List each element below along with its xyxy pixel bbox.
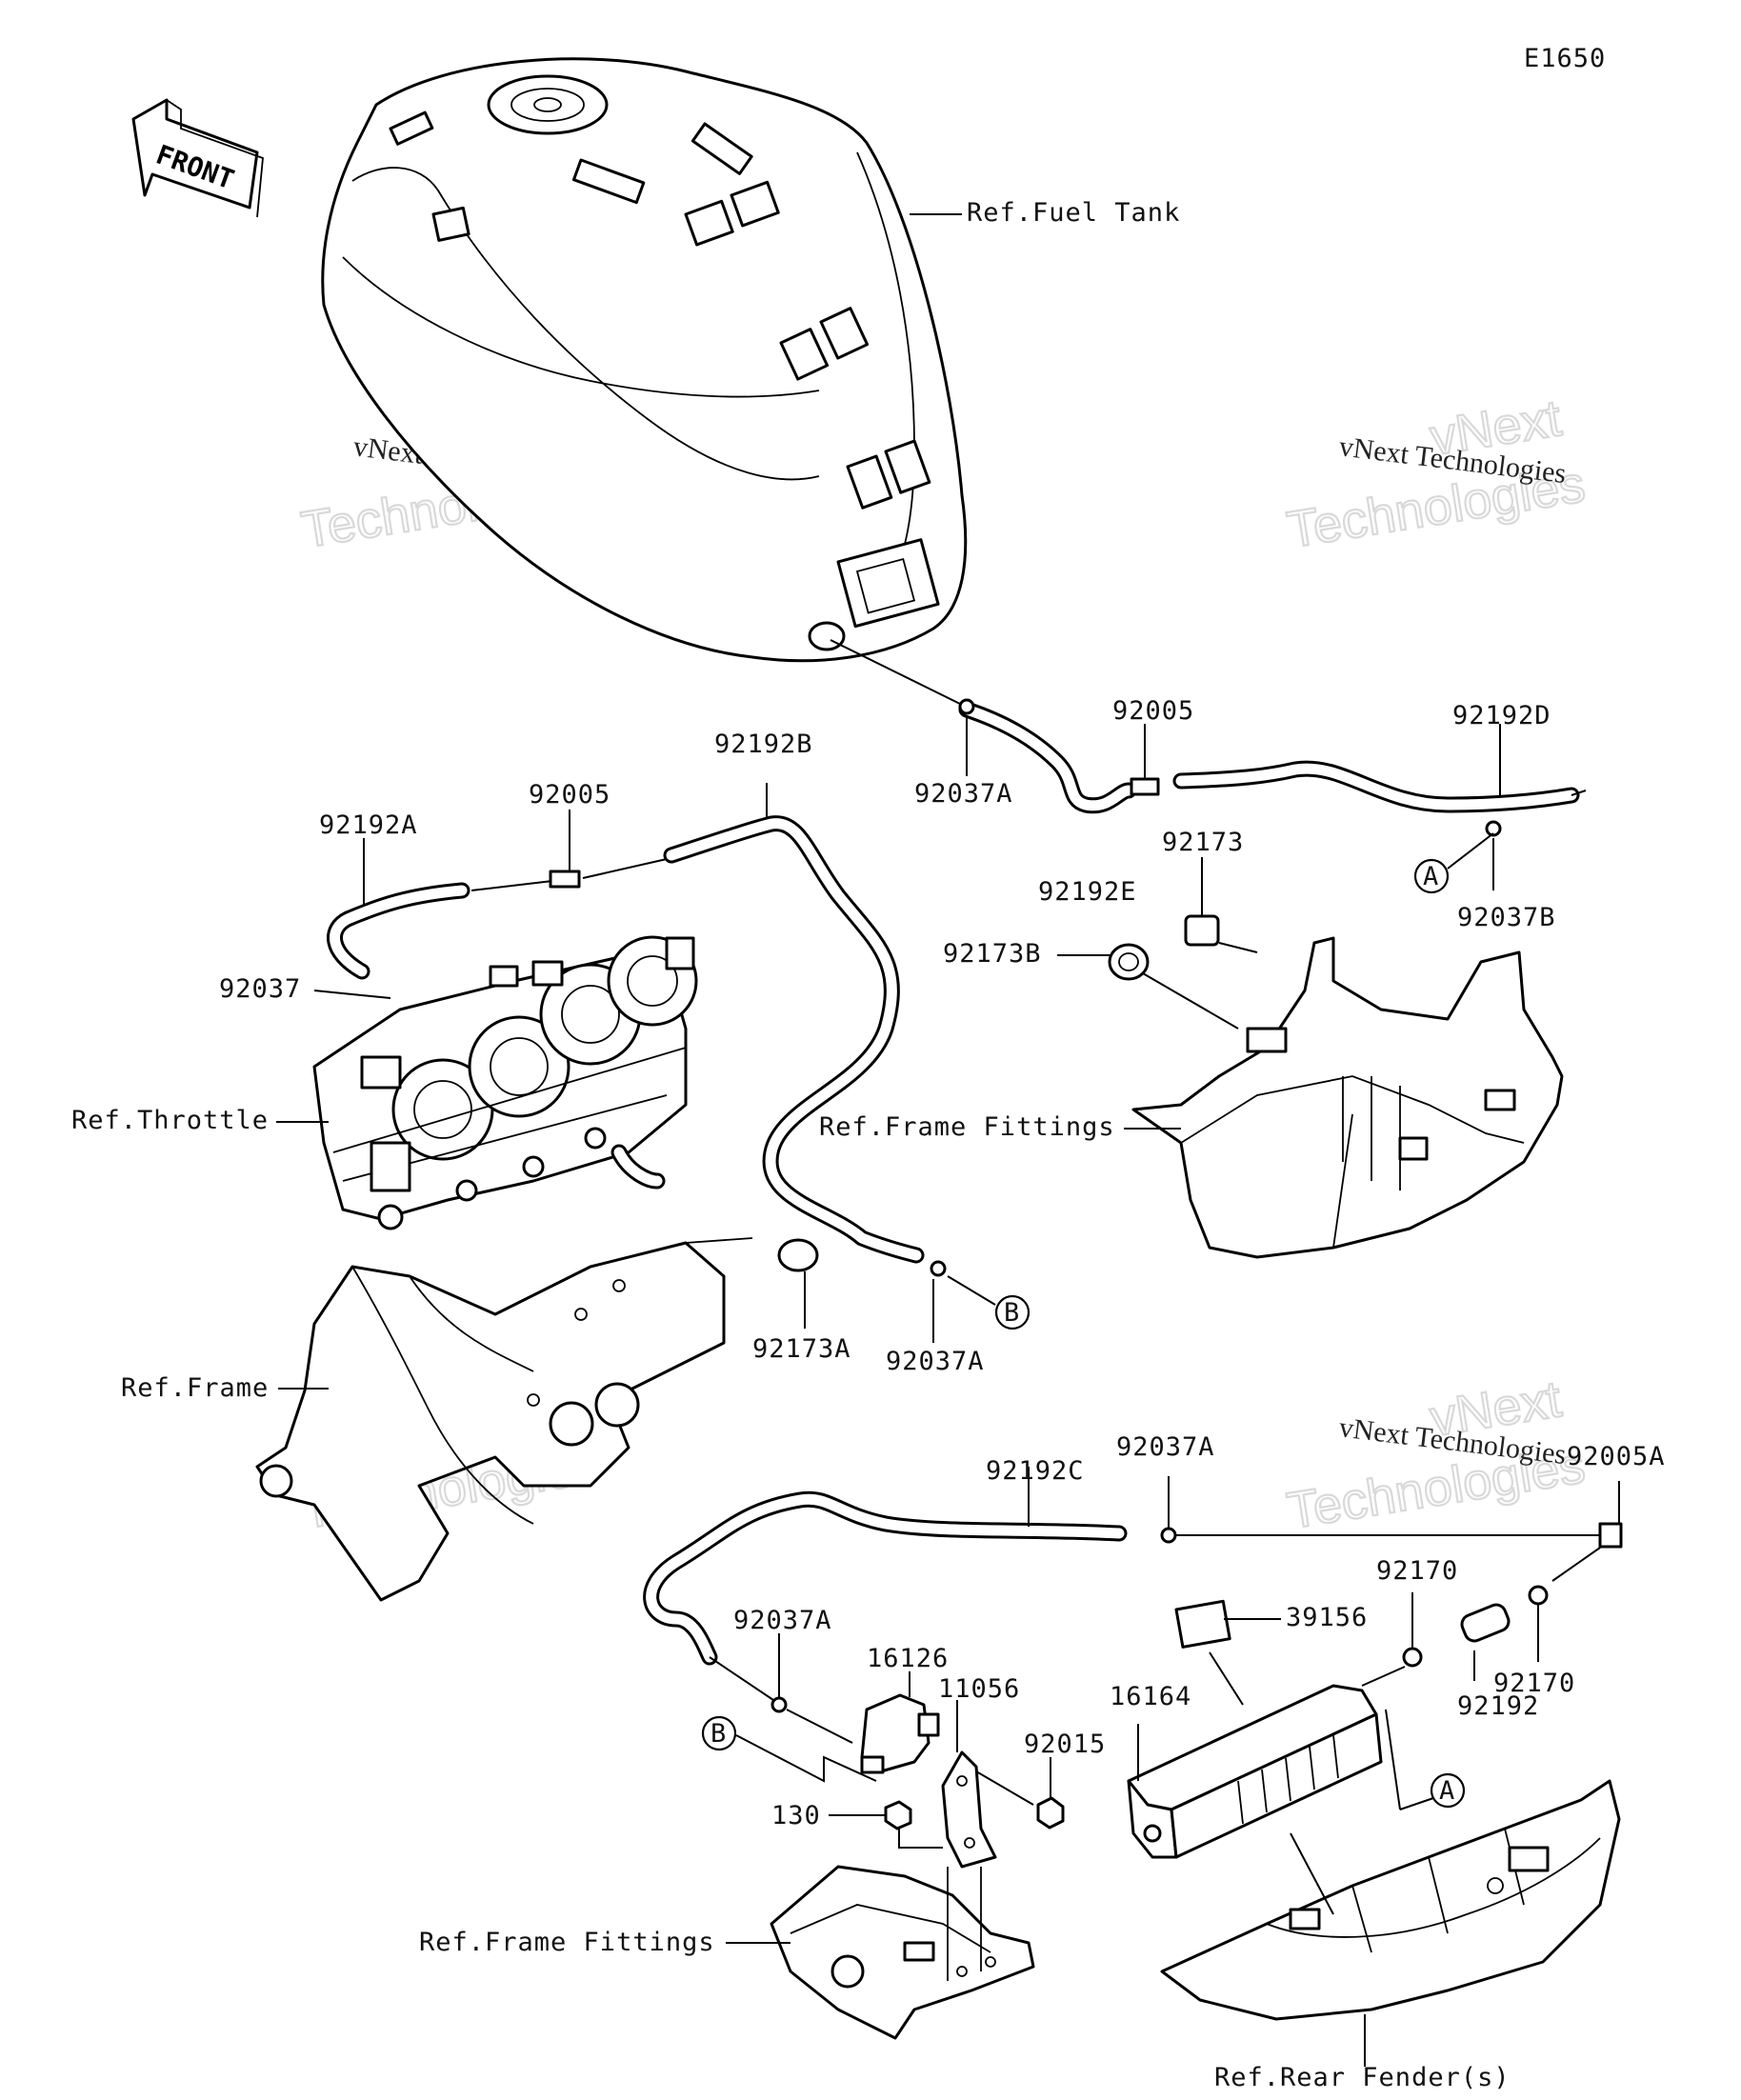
callout-92192b: 92192B <box>714 730 813 759</box>
joint-92005a <box>1551 1481 1623 1582</box>
connector-b-mid-label: B <box>1004 1298 1020 1328</box>
callout-92037a-upper: 92037A <box>914 779 1013 809</box>
callout-11056: 11056 <box>938 1674 1020 1704</box>
grommet-92173 <box>1184 857 1258 953</box>
frame <box>255 1237 753 1602</box>
fuel-tank <box>321 57 968 663</box>
callout-16126: 16126 <box>867 1644 949 1673</box>
callout-92005a: 92005A <box>1567 1442 1666 1471</box>
hose-92192a <box>327 838 553 980</box>
connector-b-lower <box>701 1715 737 1751</box>
grommet-92173a <box>777 1238 819 1329</box>
nut-92015 <box>1036 1757 1065 1830</box>
hose-92192-short <box>1460 1603 1511 1681</box>
clamp-92037a-mid <box>930 1260 996 1343</box>
clamp-92170-left <box>1361 1592 1423 1687</box>
callout-92173b: 92173B <box>943 939 1042 969</box>
connector-b-lower-label: B <box>710 1719 727 1749</box>
hose-92192c <box>643 1467 1128 1666</box>
callout-ref-rear-fender: Ref.Rear Fender(s) <box>1214 2063 1511 2092</box>
connector-b-mid <box>994 1294 1031 1330</box>
callout-ref-frame-fittings-lower: Ref.Frame Fittings <box>419 1928 715 1957</box>
hose-92192d <box>1172 724 1587 813</box>
callout-92015: 92015 <box>1024 1730 1106 1759</box>
clamp-92037a-lower-right <box>1160 1476 1600 1544</box>
canister-16164 <box>1127 1684 1383 1859</box>
callout-ref-fuel-tank: Ref.Fuel Tank <box>967 198 1180 228</box>
callout-16164: 16164 <box>1110 1682 1191 1711</box>
callout-92173: 92173 <box>1162 828 1244 857</box>
callout-92037a-lower-right: 92037A <box>1116 1432 1215 1462</box>
connector-a-upper <box>1413 858 1450 894</box>
pad-39156 <box>1174 1599 1281 1706</box>
callout-92192d: 92192D <box>1452 701 1551 730</box>
connector-a-lower <box>1430 1772 1466 1809</box>
frame-fittings-lower <box>770 1865 1035 2040</box>
callout-ref-frame: Ref.Frame <box>121 1373 269 1403</box>
callout-92170-right: 92170 <box>1493 1669 1575 1698</box>
bracket-11056 <box>941 1700 1034 1869</box>
callout-92192c: 92192C <box>986 1456 1085 1486</box>
rear-fender <box>1160 1779 1621 2021</box>
callout-92037a-mid: 92037A <box>886 1347 985 1376</box>
clamp-92037a-upper <box>958 698 975 776</box>
joint-92005-left <box>549 810 668 889</box>
callout-92037b: 92037B <box>1457 903 1556 932</box>
connector-a-upper-label: A <box>1423 862 1439 891</box>
callout-ref-frame-fittings-upper: Ref.Frame Fittings <box>819 1112 1115 1142</box>
callout-92005-upper: 92005 <box>1112 696 1194 726</box>
bolt-130 <box>829 1800 943 1849</box>
clamp-92170-right <box>1528 1585 1549 1662</box>
grommet-92173b <box>1057 943 1239 1030</box>
callout-92037a-lower-left: 92037A <box>733 1606 832 1635</box>
watermark-bottom-right: Technologies vNext vNext Technologies <box>1282 1370 1590 1541</box>
throttle-body-assembly <box>312 935 698 1230</box>
diagram-code: E1650 <box>1524 44 1606 73</box>
callout-92005-left: 92005 <box>529 780 610 810</box>
front-arrow-icon: FRONT <box>131 98 264 218</box>
callout-92192e: 92192E <box>1038 877 1137 907</box>
joint-92005-upper <box>1130 724 1160 796</box>
callout-92170-left: 92170 <box>1376 1556 1458 1586</box>
callout-ref-throttle: Ref.Throttle <box>71 1106 269 1135</box>
connector-a-lower-label: A <box>1439 1776 1455 1806</box>
clamp-92037a-lower-left <box>709 1633 853 1744</box>
callout-130: 130 <box>771 1801 821 1830</box>
callout-92173a: 92173A <box>752 1334 851 1364</box>
clamp-92037b <box>1447 820 1502 890</box>
hose-92192e <box>830 639 1137 814</box>
callout-39156: 39156 <box>1286 1603 1368 1632</box>
callout-92192a: 92192A <box>319 810 418 840</box>
watermark-top-right: Technologies vNext vNext Technologies <box>1282 389 1590 560</box>
valve-16126 <box>860 1671 940 1774</box>
callout-92037: 92037 <box>219 974 301 1004</box>
hose-92192b <box>663 783 925 1264</box>
callout-92192: 92192 <box>1457 1691 1539 1721</box>
frame-fittings-upper <box>1131 936 1564 1259</box>
